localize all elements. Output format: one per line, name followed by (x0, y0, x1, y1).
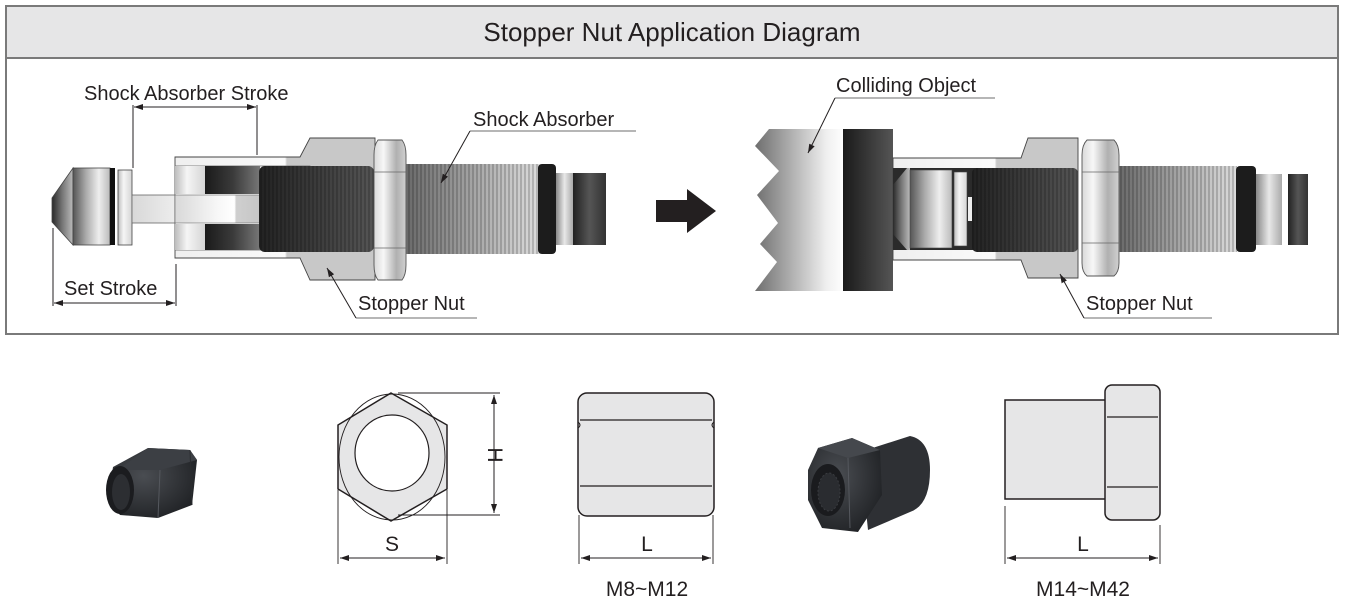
colliding-object-face (843, 129, 893, 291)
product-photo-flanged-nut (808, 436, 930, 532)
absorber-tip-cone (51, 166, 74, 247)
leader-stopper-nut-left (326, 267, 357, 319)
label-colliding-object: Colliding Object (836, 75, 977, 97)
panel-header: Stopper Nut Application Diagram (7, 7, 1337, 59)
type-a-side-view-drawing: L M8~M12 (577, 392, 715, 601)
label-type-a-size-range: M8~M12 (606, 578, 688, 601)
type-a-body (577, 392, 715, 517)
type-b-hex-head (1104, 384, 1161, 521)
absorber-end-cap-after (1256, 174, 1282, 245)
label-set-stroke: Set Stroke (64, 278, 157, 300)
page-title: Stopper Nut Application Diagram (483, 16, 861, 47)
leader-stopper-nut-right (1059, 273, 1085, 319)
label-height-h: H (483, 447, 506, 462)
label-stopper-nut-left: Stopper Nut (358, 293, 465, 315)
type-b-shank (1004, 399, 1108, 500)
leader-colliding-object (807, 97, 836, 154)
label-shock-absorber: Shock Absorber (473, 109, 615, 131)
leader-shock-absorber (440, 130, 471, 184)
label-type-a-length: L (641, 533, 653, 556)
hex-bore (354, 414, 430, 492)
hex-lock-nut-after (1081, 139, 1120, 277)
label-width-s: S (385, 533, 399, 556)
colliding-object (755, 129, 845, 291)
right-arrow-icon (656, 189, 716, 233)
absorber-end-cap (556, 173, 573, 245)
shock-absorber-assembly-before: Shock Absorber Stroke Shock Absorber Set… (51, 83, 636, 319)
label-type-b-size-range: M14~M42 (1036, 578, 1130, 601)
shock-absorber-assembly-after: Colliding Object Stopper Nut (755, 75, 1308, 319)
hex-front-view-drawing: H S (337, 392, 506, 564)
label-shock-absorber-stroke: Shock Absorber Stroke (84, 83, 289, 105)
label-stopper-nut-right: Stopper Nut (1086, 293, 1193, 315)
absorber-tip (72, 167, 111, 246)
product-photo-hex-nut (106, 448, 197, 519)
absorber-tip-ring (117, 169, 133, 246)
label-type-b-length: L (1077, 533, 1089, 556)
hex-lock-nut (373, 139, 407, 281)
type-b-side-view-drawing: L M14~M42 (1004, 384, 1161, 601)
